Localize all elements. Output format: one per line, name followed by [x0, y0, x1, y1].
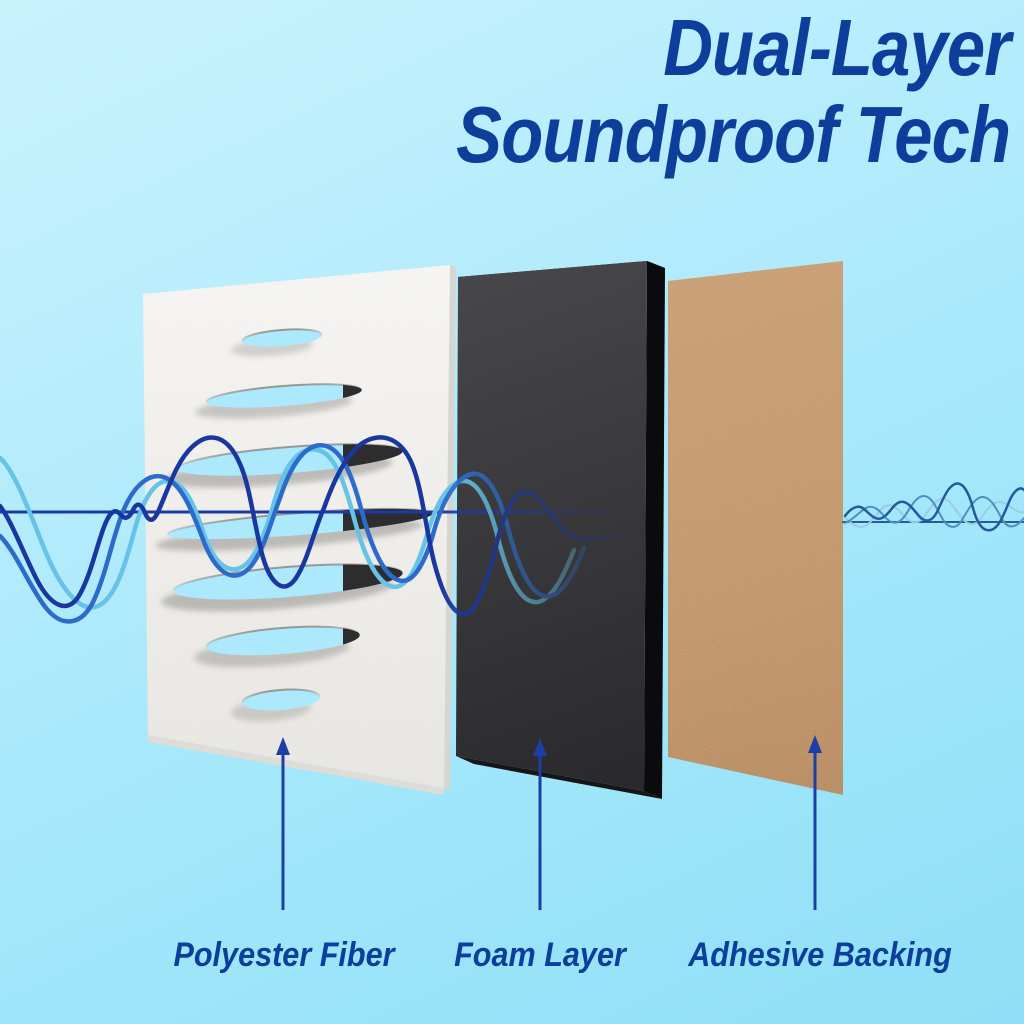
headline: Dual-Layer Soundproof Tech — [455, 3, 1011, 180]
adhesive-backing-panel — [668, 261, 843, 795]
sound-waves-right — [842, 482, 1024, 532]
wave-cyan — [0, 447, 577, 610]
polyester-bottom-edge — [148, 735, 444, 795]
headline-line2: Soundproof Tech — [455, 90, 1011, 180]
adhesive-grain-texture — [668, 261, 843, 795]
wave-blue — [0, 443, 587, 624]
wave-right-mid — [844, 494, 1024, 528]
label-foam-layer: Foam Layer — [454, 936, 626, 974]
callout-arrows — [276, 735, 822, 910]
slot-1 — [241, 328, 323, 348]
foam-bottom-face — [456, 756, 662, 799]
foam-layer-panel — [456, 261, 665, 799]
arrow-head-foam — [533, 738, 547, 756]
wave-navy — [0, 435, 625, 617]
slot-dark-tips — [343, 384, 433, 656]
label-polyester-fiber: Polyester Fiber — [173, 936, 395, 974]
foam-front-face — [456, 261, 647, 791]
arrow-adhesive — [808, 735, 822, 910]
arrow-head-polyester — [276, 737, 290, 755]
arrow-foam — [533, 738, 547, 910]
headline-line1: Dual-Layer — [663, 3, 1011, 92]
wave-right-dark — [843, 482, 1024, 532]
foam-side-face — [644, 261, 665, 799]
sound-waves-left — [0, 435, 632, 624]
polyester-fiber-panel — [143, 265, 456, 795]
polyester-right-edge — [444, 265, 456, 790]
slot-7 — [241, 688, 321, 712]
arrow-head-adhesive — [808, 735, 822, 753]
label-adhesive-backing: Adhesive Backing — [688, 936, 952, 974]
arrow-polyester — [276, 737, 290, 910]
